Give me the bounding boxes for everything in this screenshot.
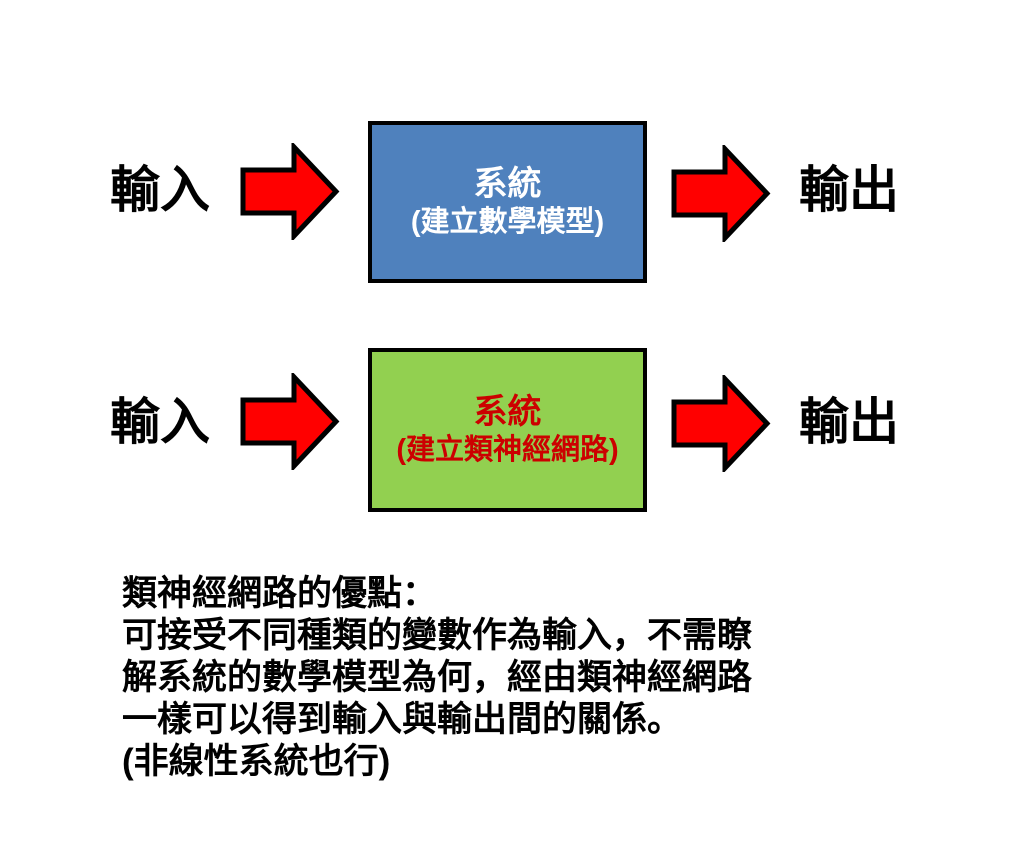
system-box-math-model: 系統 (建立數學模型)	[368, 121, 647, 283]
notes-line: (非線性系統也行)	[122, 742, 391, 781]
row1-right-arrow-icon	[671, 145, 771, 242]
notes-block: 類神經網路的優點： 可接受不同種類的變數作為輸入，不需瞭 解系統的數學模型為何，…	[122, 573, 752, 783]
row2-output-label: 輸出	[799, 394, 899, 450]
row1-input-label: 輸入	[110, 162, 210, 218]
row2-left-arrow-icon	[240, 373, 340, 470]
system-box-neural-network: 系統 (建立類神經網路)	[368, 348, 647, 512]
row1-output-label: 輸出	[799, 162, 899, 218]
notes-line: 一樣可以得到輸入與輸出間的關係。	[122, 700, 683, 739]
system-box-subtitle: (建立類神經網路)	[396, 434, 619, 466]
notes-line: 類神經網路的優點：	[122, 574, 438, 613]
row2-input-label: 輸入	[110, 394, 210, 450]
notes-line: 解系統的數學模型為何，經由類神經網路	[122, 658, 753, 697]
system-box-subtitle: (建立數學模型)	[410, 206, 605, 238]
notes-line: 可接受不同種類的變數作為輸入，不需瞭	[122, 616, 753, 655]
system-box-title: 系統	[473, 165, 542, 204]
row1-left-arrow-icon	[240, 143, 340, 240]
row2-right-arrow-icon	[671, 375, 771, 472]
system-box-title: 系統	[473, 393, 542, 432]
